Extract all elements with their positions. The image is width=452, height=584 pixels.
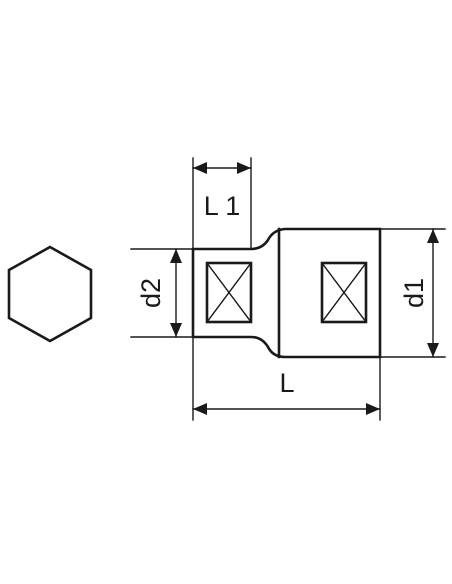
- label-l: L: [279, 368, 294, 398]
- label-d1: d1: [399, 278, 429, 308]
- dimension-l1: L 1: [192, 157, 252, 250]
- hex-square: [320, 261, 368, 324]
- label-l1: L 1: [204, 191, 241, 221]
- dimension-d2: d2: [130, 248, 194, 338]
- dimension-d1: d1: [379, 228, 446, 358]
- hexagon-icon: [7, 245, 93, 343]
- socket-body: [191, 227, 382, 359]
- drive-square: [205, 261, 253, 324]
- label-d2: d2: [136, 278, 166, 308]
- dimension-l: L: [192, 336, 381, 421]
